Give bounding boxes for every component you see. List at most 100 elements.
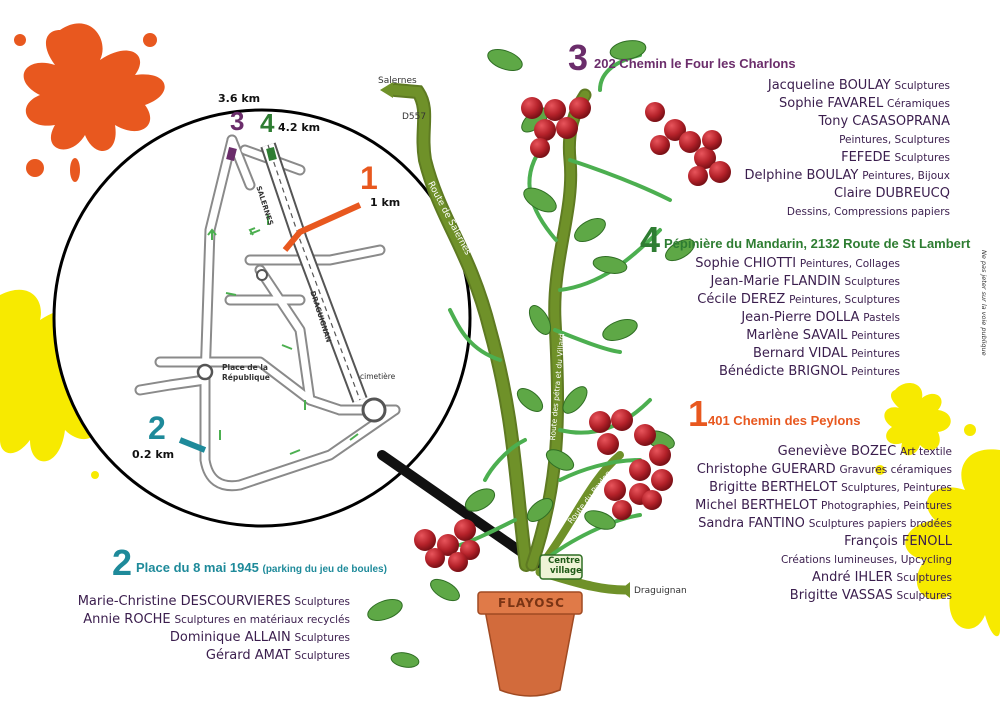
artist-discipline: Dessins, Compressions papiers (786, 206, 950, 218)
artist-line: Brigitte BERTHELOT Sculptures, Peintures (662, 478, 952, 496)
artist-discipline: Sculptures (294, 632, 350, 644)
artist-line: Jean-Marie FLANDIN Sculptures (630, 272, 901, 290)
section-3-number: 3 (568, 37, 589, 78)
artist-discipline: Sculptures papiers brodées (808, 518, 952, 530)
artist-line: André IHLER Sculptures (662, 568, 952, 586)
section-1-title: 401 Chemin des Peylons (708, 413, 861, 428)
artist-line: Jean-Pierre DOLLA Pastels (630, 308, 900, 326)
artist-discipline: Peintures (851, 330, 900, 342)
artist-name: FEFEDE (841, 150, 891, 165)
artist-line: Claire DUBREUCQ (680, 184, 950, 202)
artist-name: Delphine BOULAY (744, 168, 859, 183)
artist-discipline: Peintures (851, 348, 900, 360)
artist-line: Bénédicte BRIGNOL Peintures (630, 362, 900, 380)
artist-discipline: Peintures, Sculptures (839, 134, 950, 146)
distance-label-2: 0.2 km (132, 448, 175, 461)
artist-discipline: Sculptures (294, 596, 350, 608)
artist-name: Jean-Pierre DOLLA (741, 310, 860, 325)
inset-marker-2: 2 (148, 410, 166, 446)
artist-line: Marlène SAVAIL Peintures (630, 326, 900, 344)
artist-name: Annie ROCHE (83, 612, 171, 627)
artist-line: Créations lumineuses, Upcycling (662, 550, 952, 568)
artist-discipline: Peintures (851, 366, 900, 378)
centre-village-label-2: village (550, 566, 582, 576)
cherries-right (589, 409, 673, 520)
artist-name: Geneviève BOZEC (777, 444, 897, 459)
artist-name: Gérard AMAT (205, 648, 291, 663)
artist-name: Claire DUBREUCQ (834, 186, 950, 201)
artist-line: Michel BERTHELOT Photographies, Peinture… (662, 496, 952, 514)
artist-name: Marie-Christine DESCOURVIERES (77, 594, 291, 609)
artist-line: Cécile DEREZ Peintures, Sculptures (630, 290, 900, 308)
artist-line: FEFEDE Sculptures (680, 148, 950, 166)
artist-line: Sandra FANTINO Sculptures papiers brodée… (662, 514, 952, 532)
orange-paint-splash (14, 23, 165, 182)
artist-discipline: Peintures, Sculptures (789, 294, 900, 306)
artist-line: Tony CASASOPRANA (680, 112, 950, 130)
cherries-left (414, 519, 480, 572)
artist-name: Sophie CHIOTTI (695, 256, 797, 271)
artist-discipline: Créations lumineuses, Upcycling (780, 554, 952, 566)
route-label-draguignan: Draguignan (634, 586, 687, 596)
artist-discipline: Sculptures (844, 276, 900, 288)
artist-line: Gérard AMAT Sculptures (40, 646, 350, 664)
artist-line: Sophie CHIOTTI Peintures, Collages (630, 254, 900, 272)
artist-discipline: Pastels (863, 312, 900, 324)
artist-line: Geneviève BOZEC Art textile (662, 442, 952, 460)
artist-discipline: Céramiques (887, 98, 950, 110)
artist-discipline: Sculptures en matériaux recyclés (174, 614, 350, 626)
flower-pot (477, 591, 583, 697)
section-2-subtitle: (parking du jeu de boules) (262, 564, 387, 575)
artist-name: Michel BERTHELOT (695, 498, 818, 513)
section-2-artist-list: Marie-Christine DESCOURVIERES Sculptures… (40, 592, 350, 664)
artist-line: Bernard VIDAL Peintures (630, 344, 900, 362)
inset-marker-3: 3 (230, 106, 245, 136)
inset-label-cimetiere: cimetière (360, 372, 396, 381)
inset-label-place-republique-1: Place de la (222, 363, 268, 372)
artist-name: François FENOLL (844, 534, 952, 549)
artist-line: Dominique ALLAIN Sculptures (40, 628, 350, 646)
artist-name: Brigitte BERTHELOT (709, 480, 838, 495)
artist-name: Sophie FAVAREL (778, 96, 884, 111)
artist-discipline: Peintures, Bijoux (862, 170, 950, 182)
section-1-number: 1 (688, 393, 709, 434)
yellow-paint-splash-right (875, 383, 1000, 637)
artist-name: Dominique ALLAIN (169, 630, 291, 645)
artist-line: François FENOLL (662, 532, 952, 550)
artist-line: Jacqueline BOULAY Sculptures (680, 76, 950, 94)
artist-line: Dessins, Compressions papiers (680, 202, 950, 220)
cherries-top (521, 97, 731, 186)
artist-name: Sandra FANTINO (698, 516, 805, 531)
artist-discipline: Sculptures (896, 572, 952, 584)
artist-name: Jean-Marie FLANDIN (710, 274, 841, 289)
section-3-title: 202 Chemin le Four les Charlons (594, 56, 796, 71)
pot-label-flayosc: FLAYOSC (498, 596, 565, 610)
artist-name: Brigitte VASSAS (789, 588, 893, 603)
section-4-title: Pépinière du Mandarin, 2132 Route de St … (664, 236, 971, 251)
route-label-d557: D557 (402, 112, 427, 122)
artist-discipline: Art textile (900, 446, 952, 458)
artist-name: Tony CASASOPRANA (818, 114, 950, 129)
distance-label-4: 4.2 km (278, 121, 321, 134)
artist-name: Marlène SAVAIL (746, 328, 848, 343)
artist-name: Bénédicte BRIGNOL (718, 364, 848, 379)
section-2-number: 2 (112, 542, 133, 583)
centre-village-label-1: Centre (548, 556, 581, 566)
artist-line: Delphine BOULAY Peintures, Bijoux (680, 166, 950, 184)
artist-name: Jacqueline BOULAY (767, 78, 891, 93)
artist-line: Brigitte VASSAS Sculptures (662, 586, 952, 604)
artist-name: Bernard VIDAL (753, 346, 848, 361)
plant-leaves (367, 40, 695, 668)
inset-map (52, 108, 545, 570)
artist-discipline: Photographies, Peintures (821, 500, 952, 512)
artist-discipline: Peintures, Collages (799, 258, 900, 270)
artist-line: Christophe GUERARD Gravures céramiques (662, 460, 952, 478)
artist-name: André IHLER (812, 570, 893, 585)
artist-name: Cécile DEREZ (697, 292, 786, 307)
inset-label-place-republique-2: République (222, 373, 270, 382)
plant-branches (388, 53, 672, 595)
